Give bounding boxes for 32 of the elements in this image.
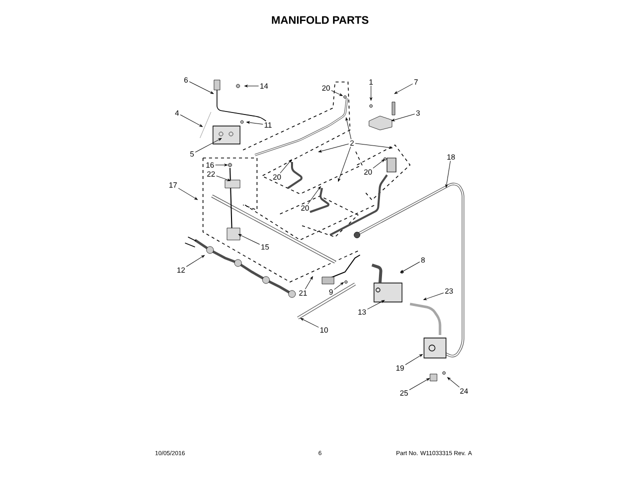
leader-line — [423, 292, 444, 300]
leader-line — [308, 186, 321, 204]
leader-line — [280, 159, 292, 174]
leader-line — [186, 255, 205, 267]
leader-line — [180, 114, 203, 127]
leader-line — [305, 276, 313, 290]
leader-line — [445, 160, 451, 188]
leader-line — [394, 84, 413, 94]
leader-line — [370, 86, 372, 101]
leader-line — [246, 121, 264, 125]
leader-line — [244, 84, 259, 88]
leader-line — [215, 164, 228, 166]
leader-line — [189, 81, 214, 94]
leader-line — [338, 146, 351, 182]
leader-line — [195, 138, 222, 152]
leader-line — [391, 114, 415, 122]
leader-line — [372, 159, 385, 168]
leader-line — [409, 378, 430, 390]
leader-line — [355, 143, 393, 149]
leader-line — [334, 282, 344, 290]
leader-line — [447, 377, 460, 388]
leader-line — [405, 354, 423, 365]
leader-line — [318, 144, 349, 152]
title: MANIFOLD PARTS — [272, 16, 368, 24]
leader-line — [367, 300, 385, 310]
leader-line — [346, 117, 352, 140]
leader-line — [331, 90, 343, 96]
leader-line — [400, 262, 420, 273]
leader-line — [300, 318, 319, 328]
leader-line — [216, 176, 231, 182]
leader-line — [238, 234, 260, 245]
leader-line — [178, 188, 198, 200]
